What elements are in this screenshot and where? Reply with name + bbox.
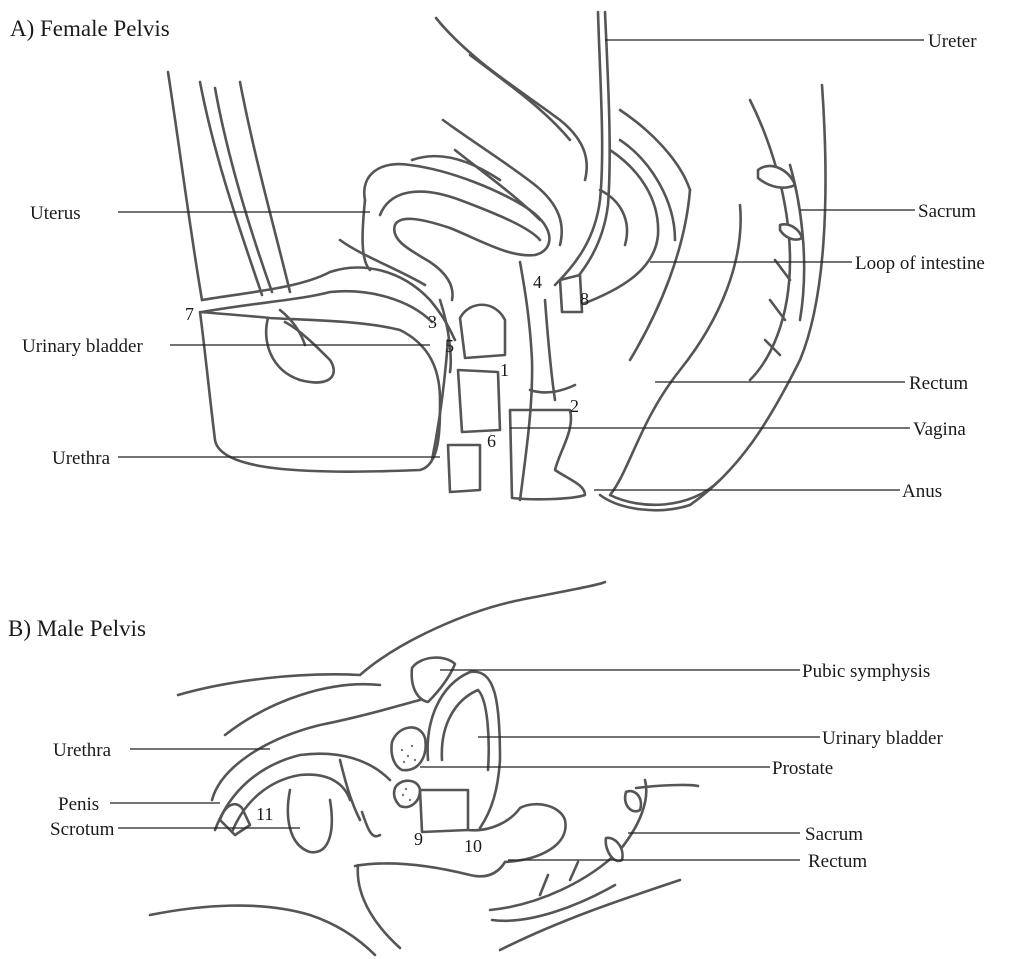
female-abdominal-wall [168, 72, 290, 300]
label-scrotum: Scrotum [50, 819, 115, 840]
female-intestinal-loops [412, 18, 690, 305]
label-pubic-symphysis: Pubic symphysis [802, 661, 930, 682]
marker-4: 4 [533, 272, 542, 292]
marker-3: 3 [428, 312, 437, 332]
label-prostate: Prostate [772, 758, 833, 779]
label-vagina: Vagina [913, 419, 966, 440]
label-anus: Anus [902, 481, 942, 502]
male-pelvis-title: B) Male Pelvis [8, 616, 146, 641]
male-pelvis-panel: B) Male Pelvis [8, 582, 943, 955]
label-penis: Penis [58, 794, 99, 815]
label-urinary-bladder-male: Urinary bladder [822, 728, 943, 749]
label-urinary-bladder-female: Urinary bladder [22, 336, 143, 357]
marker-9: 9 [414, 829, 423, 849]
marker-1: 1 [500, 360, 509, 380]
female-urinary-bladder [200, 310, 440, 472]
female-uterus [340, 164, 549, 300]
label-sacrum-female: Sacrum [918, 201, 976, 222]
label-ureter: Ureter [928, 31, 977, 52]
label-sacrum-male: Sacrum [805, 824, 863, 845]
male-pelvic-floor [150, 790, 680, 955]
label-loop-of-intestine: Loop of intestine [855, 253, 985, 274]
female-peritoneum [202, 268, 455, 340]
female-pelvis-panel: A) Female Pelvis [10, 12, 985, 510]
male-genitalia [215, 754, 390, 853]
female-rectum-sacrum [600, 85, 826, 510]
label-uterus: Uterus [30, 203, 81, 224]
marker-2: 2 [570, 396, 579, 416]
marker-7: 7 [185, 304, 194, 324]
label-rectum-male: Rectum [808, 851, 867, 872]
marker-5: 5 [445, 336, 454, 356]
female-ureter [555, 12, 610, 292]
marker-8: 8 [580, 289, 589, 309]
female-pelvis-title: A) Female Pelvis [10, 16, 170, 41]
marker-11: 11 [256, 804, 273, 824]
label-rectum-female: Rectum [909, 373, 968, 394]
male-pubic-symphysis [412, 658, 455, 702]
marker-10: 10 [464, 836, 482, 856]
marker-6: 6 [487, 431, 496, 451]
female-pelvic-floor [432, 262, 585, 500]
male-rectum-sacrum [490, 780, 698, 921]
label-urethra-male: Urethra [53, 740, 112, 761]
label-urethra-female: Urethra [52, 448, 111, 469]
